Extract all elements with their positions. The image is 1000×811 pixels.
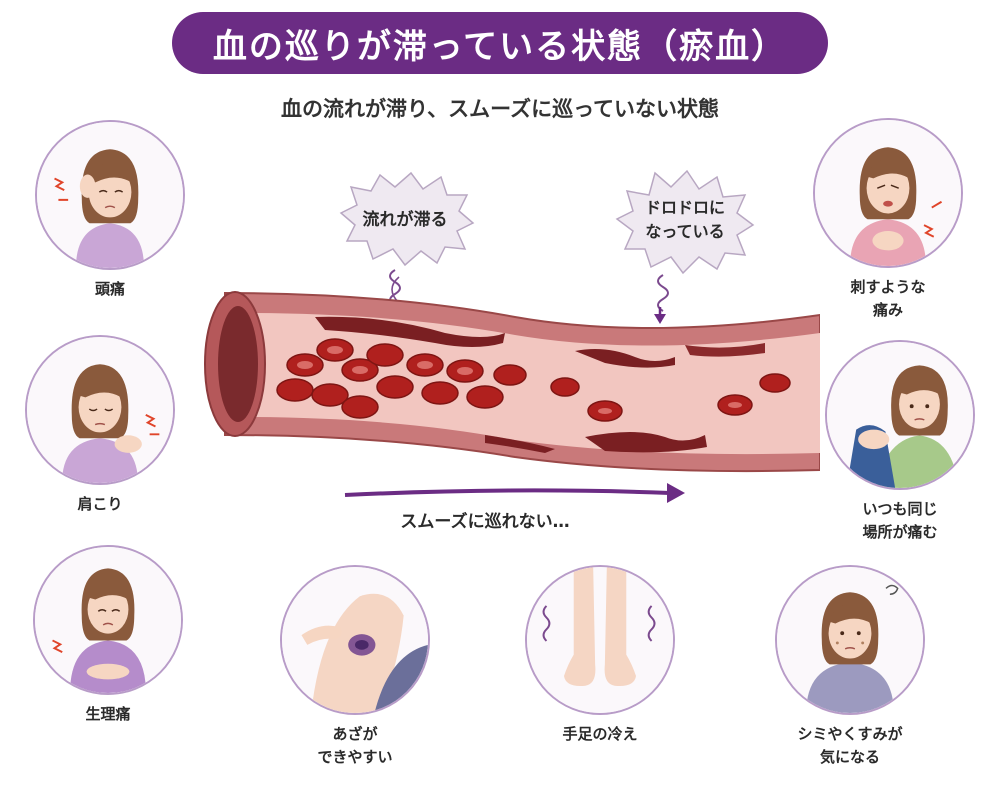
blood-vessel-diagram: 流れが滞る ドロドロに なっている xyxy=(204,169,820,532)
symptom-cold-label: 手足の冷え xyxy=(562,725,638,743)
symptom-shoulder-label: 肩こり xyxy=(77,495,123,513)
symptom-bruise: あざが できやすい xyxy=(275,565,435,770)
symptom-same-place-label: いつも同じ 場所が痛む xyxy=(862,500,938,542)
chill-wave-icon xyxy=(542,605,551,642)
worry-swirl-icon xyxy=(885,584,899,595)
period-pain-illustration xyxy=(33,545,183,695)
bruise-illustration xyxy=(280,565,430,715)
same-place-pain-illustration xyxy=(825,340,975,490)
pain-spark-icon xyxy=(52,639,63,653)
clot-bottom xyxy=(485,435,555,453)
cold-feet-illustration xyxy=(525,565,675,715)
pain-spark-icon xyxy=(923,224,935,238)
bubble-thick: ドロドロに なっている xyxy=(615,169,755,324)
bubble-right-text-line2: なっている xyxy=(645,222,724,241)
flow-arrow xyxy=(344,488,671,497)
arrow-right-icon xyxy=(667,483,685,503)
pain-spark-icon xyxy=(145,413,156,428)
symptom-spots: シミやくすみが 気になる xyxy=(770,565,930,770)
symptom-headache-label: 頭痛 xyxy=(94,280,125,298)
swirl-icon xyxy=(657,274,669,312)
title-banner: 血の巡りが滞っている状態（瘀血） xyxy=(172,12,828,74)
clot-top xyxy=(315,316,505,347)
symptom-shoulder: 肩こり xyxy=(20,335,180,516)
skin-spots-illustration xyxy=(775,565,925,715)
chill-wave-icon xyxy=(647,605,656,642)
shoulder-illustration xyxy=(25,335,175,485)
symptom-spots-label: シミやくすみが 気になる xyxy=(797,725,903,767)
headache-illustration xyxy=(35,120,185,270)
symptom-period: 生理痛 xyxy=(28,545,188,726)
symptom-same-place: いつも同じ 場所が痛む xyxy=(820,340,980,545)
symptom-bruise-label: あざが できやすい xyxy=(317,725,393,767)
flow-caption: スムーズに巡れない… xyxy=(400,511,569,532)
page-title: 血の巡りが滞っている状態（瘀血） xyxy=(212,26,788,67)
page-subtitle: 血の流れが滞り、スムーズに巡っていない状態 xyxy=(280,97,720,121)
bubble-right-text-line1: ドロドロに xyxy=(645,198,725,217)
pain-spark-icon xyxy=(54,177,65,192)
symptom-stabbing: 刺すような 痛み xyxy=(808,118,968,323)
arrow-down-icon xyxy=(654,314,666,324)
symptom-period-label: 生理痛 xyxy=(85,705,131,723)
symptom-stabbing-label: 刺すような 痛み xyxy=(850,278,926,320)
bubble-left-text: 流れが滞る xyxy=(363,209,448,230)
stabbing-pain-illustration xyxy=(813,118,963,268)
symptom-headache: 頭痛 xyxy=(30,120,190,301)
symptom-cold: 手足の冷え xyxy=(520,565,680,746)
